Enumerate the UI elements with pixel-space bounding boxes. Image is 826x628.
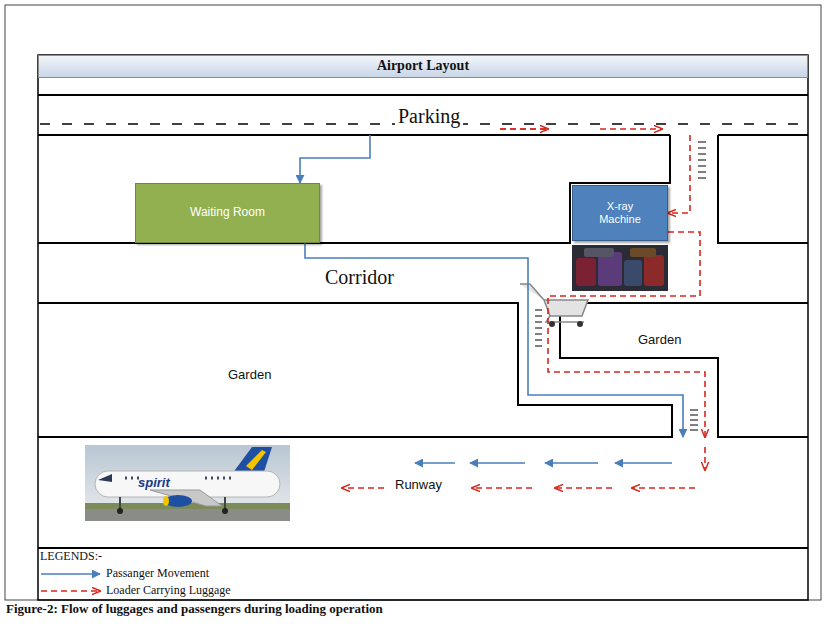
garden-region: Garden [38,303,518,437]
tarmac [85,509,290,521]
suitcase [624,260,642,286]
box-label: X-ray Machine [589,200,651,225]
engine-intake [163,496,169,506]
tail-stripe [246,450,266,470]
stair-marks [535,142,706,430]
wing [150,490,222,506]
cockpit-window [98,474,112,482]
legend-entry: Passanger Movement [40,567,209,581]
corridor-band: Corridor [38,243,808,303]
runway-band: Runway [38,437,808,548]
region-label: Corridor [322,266,397,289]
passenger-flow-arrow [300,135,370,183]
garden-region: Garden [560,303,808,358]
legend-line-sample [40,568,104,580]
luggage-ground [572,245,668,291]
luggage-flow-decor [500,128,548,130]
luggage-flow-decor [704,447,706,470]
diagram-title: Airport Layout [377,58,469,74]
legend-text: Passanger Movement [106,567,209,581]
luggage-flow-decor [500,128,662,130]
luggage-flow-decor [555,487,612,489]
legend-text: Loader Carrying Luggage [106,584,231,598]
region-outlines [38,95,808,548]
legend-heading: LEGENDS:- [40,550,102,564]
suitcase [598,252,622,286]
inner-frame [38,55,808,600]
region-label: Runway [392,478,445,493]
passenger-flow-decor [615,462,672,464]
waiting-room-box: Waiting Room [135,183,320,243]
legend-line-sample [40,585,104,597]
suitcase [644,255,664,286]
legend-arrow [41,573,100,575]
box-label: Waiting Room [190,206,265,220]
luggage-pile [572,245,668,291]
figure-caption: Figure-2: Flow of luggages and passenger… [6,602,383,617]
wheel [117,508,123,514]
cart-wheel [549,321,555,327]
cart-wheel [577,321,583,327]
legend-entry: Loader Carrying Luggage [40,584,231,598]
suitcase [584,248,614,257]
luggage-flow-arrow [548,232,705,437]
title-bar: Airport Layout [38,55,808,78]
luggage-flow-arrow [668,135,690,213]
outer-frame [5,5,821,600]
legend-arrow [41,590,100,592]
airline-logo: spirit [138,476,170,491]
wheel [222,508,228,514]
suitcase [630,248,656,257]
luggage-flow-decor [472,487,532,489]
luggage-flow-decor [342,487,384,489]
luggage-cart [520,284,588,327]
passenger-flow-decor [470,462,525,464]
engine [164,495,192,507]
xray-machine-box: X-ray Machine [572,185,668,241]
airplane-picture [85,445,290,521]
passenger-flow-decor [415,462,455,464]
passenger-flow-arrow [305,243,683,437]
landing-gear [120,497,225,510]
region-label: Garden [225,368,274,383]
suitcase [576,258,596,286]
luggage-flow-decor [632,487,695,489]
region-label: Garden [635,333,684,348]
cart-frame [520,284,588,316]
parking-band: Parking [38,95,808,135]
passenger-flow-decor [545,462,598,464]
region-label: Parking [395,105,463,128]
